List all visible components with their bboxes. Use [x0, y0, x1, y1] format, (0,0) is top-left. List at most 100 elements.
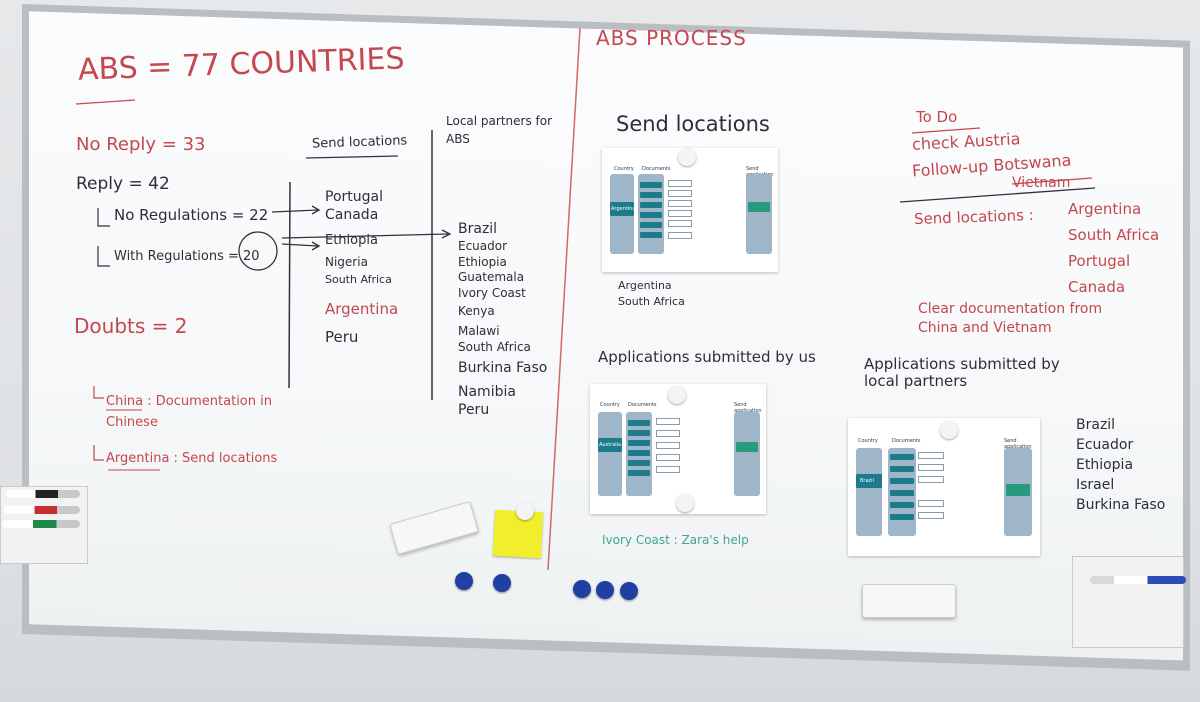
send-locations-list: Portugal Canada Ethiopia Nigeria South A… — [325, 190, 398, 345]
document-box — [640, 202, 662, 208]
local-partner-item: Burkina Faso — [458, 360, 548, 376]
blue-magnet — [620, 582, 638, 600]
marker-holder — [1072, 556, 1184, 648]
documents-column-label: Documents — [628, 402, 657, 408]
document-note — [918, 464, 944, 471]
todo-send-locations-label: Send locations : — [913, 205, 1034, 229]
document-note — [668, 210, 692, 217]
country-column-label: Country — [614, 166, 634, 172]
no-reply-count: No Reply = 33 — [76, 134, 206, 155]
process-send-country: Argentina — [618, 279, 672, 292]
white-magnet — [676, 494, 694, 512]
blue-magnet — [596, 581, 614, 599]
local-partner-item: South Africa — [458, 340, 531, 354]
document-note — [656, 418, 680, 425]
eraser[interactable] — [862, 584, 956, 618]
printout-country: Australia — [599, 442, 622, 448]
green-marker[interactable] — [2, 520, 80, 528]
local-partner-item: Peru — [458, 402, 490, 418]
send-column — [734, 412, 760, 496]
blue-magnet — [493, 574, 511, 592]
red-marker[interactable] — [4, 506, 80, 514]
blue-magnet — [573, 580, 591, 598]
country-box — [610, 202, 634, 216]
send-location-item: Peru — [325, 328, 359, 346]
document-box — [640, 212, 662, 218]
white-magnet — [516, 502, 534, 520]
document-note — [918, 512, 944, 519]
black-marker[interactable] — [6, 490, 80, 498]
document-box — [890, 478, 914, 484]
country-column-label: Country — [600, 402, 620, 408]
local-partner-item: Ethiopia — [458, 255, 507, 269]
documents-column-label: Documents — [642, 166, 671, 172]
document-box — [890, 490, 914, 496]
todo-send-locations-list: Argentina South Africa Portugal Canada — [1068, 202, 1159, 295]
process-send-locations-title: Send locations — [616, 112, 770, 136]
send-box — [748, 202, 770, 212]
document-note — [668, 180, 692, 187]
todo-clear-documentation: Clear documentation from China and Vietn… — [918, 301, 1103, 336]
document-box — [628, 430, 650, 436]
country-box — [856, 474, 882, 488]
document-box — [628, 440, 650, 446]
blue-magnet — [455, 572, 473, 590]
local-partner-item: Kenya — [458, 304, 495, 318]
document-box — [628, 420, 650, 426]
send-location-item: South Africa — [325, 273, 392, 286]
send-location-item: Nigeria — [325, 255, 368, 269]
blue-marker[interactable] — [1090, 576, 1186, 584]
submitted-by-us-title: Applications submitted by us — [598, 348, 816, 366]
document-note — [918, 452, 944, 459]
document-note — [668, 190, 692, 197]
local-partner-item: Malawi — [458, 324, 500, 338]
document-box — [640, 222, 662, 228]
send-location-item: Portugal — [325, 189, 383, 205]
document-box — [628, 450, 650, 456]
document-note — [918, 500, 944, 507]
document-box — [640, 182, 662, 188]
send-location-item: Ethiopia — [325, 233, 378, 248]
process-printout: Country Documents Send application Austr… — [590, 384, 766, 514]
document-note — [918, 476, 944, 483]
partner-country-item: Brazil — [1076, 417, 1116, 433]
process-printout: Country Documents Send application Argen… — [602, 148, 778, 272]
document-note — [656, 430, 680, 437]
document-box — [640, 232, 662, 238]
todo-item: Vietnam — [1012, 175, 1071, 191]
local-partners-list: Brazil Ecuador Ethiopia Guatemala Ivory … — [458, 222, 547, 417]
process-printout: Country Documents Send application Brazi… — [848, 418, 1040, 556]
local-partner-item: Ivory Coast — [458, 286, 526, 300]
send-box — [736, 442, 758, 452]
send-column-label: Send application — [1004, 438, 1032, 450]
partner-country-item: Israel — [1076, 477, 1115, 493]
documents-column-label: Documents — [892, 438, 921, 444]
partner-country-item: Ecuador — [1076, 437, 1134, 453]
white-magnet — [940, 421, 958, 439]
document-box — [628, 470, 650, 476]
no-regulations-count: No Regulations = 22 — [114, 206, 269, 224]
white-magnet — [668, 386, 686, 404]
country-box — [598, 438, 622, 452]
local-partners-header: Local partners for ABS — [446, 114, 553, 146]
partner-countries-list: Brazil Ecuador Ethiopia Israel Burkina F… — [1076, 418, 1165, 512]
partner-country-item: Ethiopia — [1076, 457, 1134, 473]
doubts-count: Doubts = 2 — [74, 314, 188, 338]
send-column-label: Send application — [734, 402, 762, 414]
todo-send-location-item: Portugal — [1068, 252, 1131, 270]
document-box — [890, 454, 914, 460]
reply-count: Reply = 42 — [76, 174, 170, 194]
document-box — [890, 466, 914, 472]
process-send-country: South Africa — [618, 295, 685, 308]
send-locations-header: Send locations — [311, 133, 408, 152]
china-note: China : Documentation in Chinese — [106, 394, 272, 430]
local-partner-item: Namibia — [458, 384, 516, 400]
document-box — [628, 460, 650, 466]
document-note — [668, 200, 692, 207]
send-location-item: Canada — [325, 207, 379, 223]
document-note — [656, 454, 680, 461]
country-column-label: Country — [858, 438, 878, 444]
send-location-item: Argentina — [325, 300, 399, 318]
local-partner-item: Guatemala — [458, 270, 525, 284]
with-regulations-count: With Regulations = 20 — [114, 249, 260, 264]
